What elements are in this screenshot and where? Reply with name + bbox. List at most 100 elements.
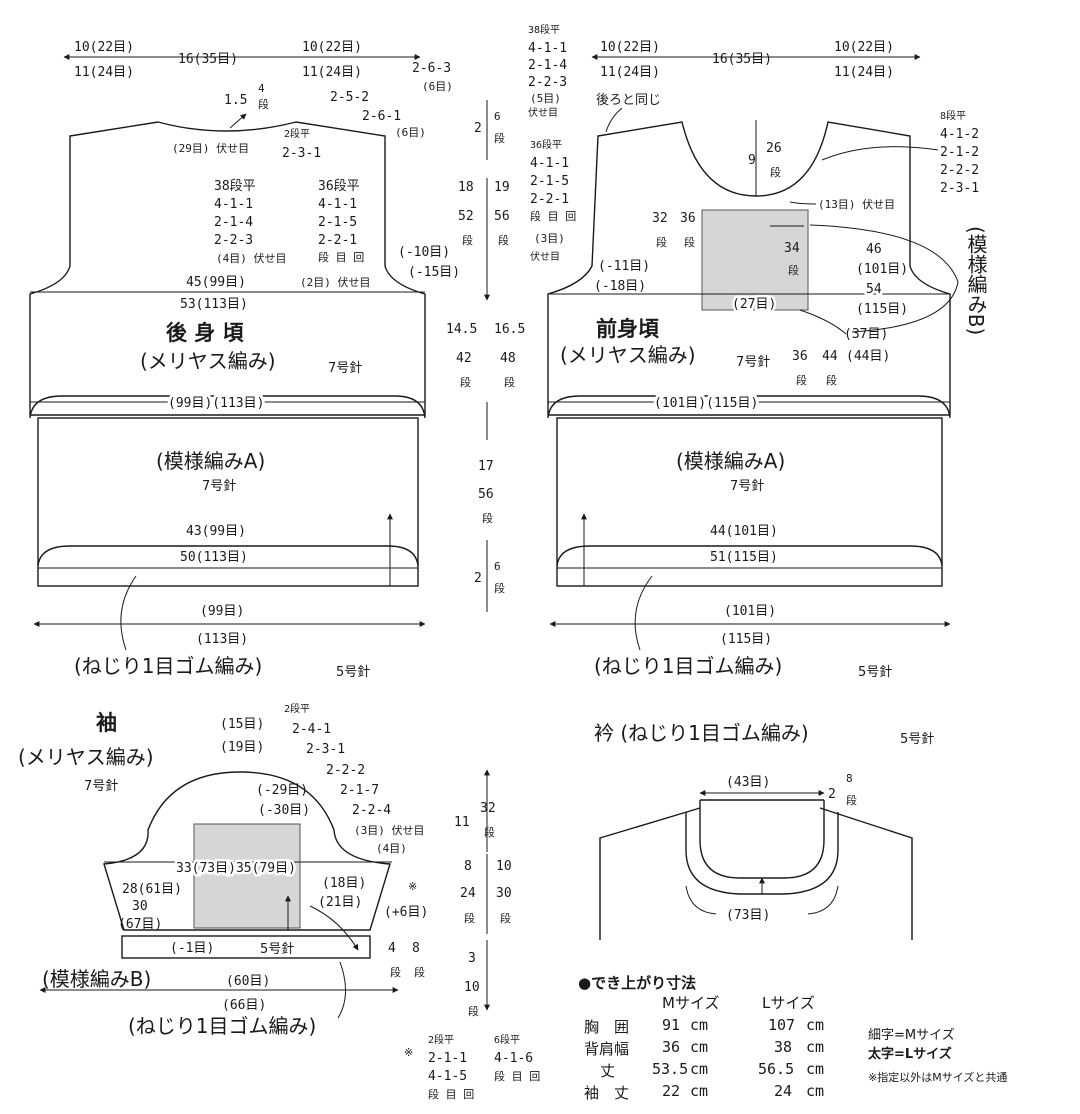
back-needle: 7号針 — [328, 361, 362, 376]
sleeve-width: 33(73目)35(79目) — [176, 861, 296, 876]
collar-rows: 8 — [846, 772, 853, 785]
sleeve-mid-l: 10 — [496, 859, 512, 874]
back-pattern-needle: 7号針 — [202, 479, 236, 494]
finish-row-m-unit: cm — [690, 1060, 709, 1078]
front-title: 前身頃 — [596, 317, 660, 341]
v3-lr: 48 — [500, 351, 516, 366]
v1-a: 2 — [474, 121, 482, 136]
front-top-right-m: 10(22目) — [834, 40, 894, 55]
front-patch-w: (27目) — [732, 297, 776, 312]
v4-m: 17 — [478, 459, 494, 474]
sleeve-note-l-3: 段 目 回 — [494, 1069, 540, 1083]
sleeve-cuff-rows-l: 8 — [412, 941, 420, 956]
sleeve-cuff-dec: (-1目) — [170, 941, 214, 956]
sleeve-cap-l: (19目) — [220, 740, 264, 755]
sleeve-cuff-w-l2: (67目) — [118, 917, 162, 932]
finish-row-l-unit: cm — [806, 1060, 825, 1078]
v4-u: 段 — [482, 511, 493, 525]
finish-row-m: 91 — [662, 1016, 681, 1034]
back-width-l: 53(113目) — [180, 297, 248, 312]
back-arm-m-4: 2-2-3 — [214, 233, 253, 248]
finish-row-label: 背肩幅 — [584, 1040, 630, 1058]
v2-lr: 56 — [494, 209, 510, 224]
sleeve-cap-u: 段 — [484, 825, 495, 839]
front-hem-l: 51(115目) — [710, 550, 778, 565]
back-shoulder-c2: (6目) — [395, 126, 426, 139]
finish-row-l: 56.5 — [758, 1060, 795, 1078]
legend-thin: 細字=Mサイズ — [868, 1028, 955, 1043]
front-dec-l: (-18目) — [594, 279, 646, 294]
sleeve-note-mark: ※ — [404, 1046, 413, 1059]
front-neck-rows-unit: 段 — [770, 165, 781, 179]
back-title: 後 身 頃 — [166, 321, 245, 345]
back-arm-l-4: 2-2-1 — [318, 233, 357, 248]
front-patch-u2: 段 — [684, 235, 695, 249]
v3-u1: 段 — [460, 375, 471, 389]
sleeve-cuff-w-m: 28(61目) — [122, 882, 182, 897]
finish-row-m: 36 — [662, 1038, 681, 1056]
v5-a: 2 — [474, 571, 482, 586]
front-arm-1: 36段平 — [530, 138, 562, 151]
front-right-3: 2-1-2 — [940, 145, 979, 160]
front-patch-h-sts: (44目) — [846, 349, 890, 364]
front-rib-l: (115目) — [720, 632, 772, 647]
front-neck-m-2: 4-1-1 — [528, 41, 567, 56]
front-pattern: (模様編みA) — [676, 449, 785, 473]
sleeve-note-l-1: 6段平 — [494, 1033, 520, 1046]
back-subtitle: (メリヤス編み) — [140, 349, 276, 373]
front-neck-m-1: 38段平 — [528, 23, 560, 36]
front-rib-needle: 5号針 — [858, 665, 892, 680]
front-pattern-b: (模様編みB) — [964, 226, 988, 335]
front-patch-l: 36 — [680, 211, 696, 226]
back-top-right-l: 11(24目) — [302, 65, 362, 80]
collar-title: 衿 (ねじり1目ゴム編み) — [594, 721, 809, 745]
v2-u1: 段 — [462, 233, 473, 247]
sleeve-mid-lr: 30 — [496, 886, 512, 901]
front-arm-3: 2-1-5 — [530, 174, 569, 189]
front-right-4: 2-2-2 — [940, 163, 979, 178]
v4-r: 56 — [478, 487, 494, 502]
front-subtitle: (メリヤス編み) — [560, 343, 696, 367]
sleeve-rule-8: (4目) — [376, 842, 407, 855]
back-width-m: 45(99目) — [186, 275, 246, 290]
v2-l: 19 — [494, 180, 510, 195]
front-neck-m-6: 伏せ目 — [528, 106, 558, 119]
front-neck-rows: 26 — [766, 141, 782, 156]
finish-row-m-unit: cm — [690, 1016, 709, 1034]
finish-row-m: 53.5 — [652, 1060, 689, 1078]
back-neck-rows-unit: 段 — [258, 97, 269, 111]
sleeve-note-m-2: 2-1-1 — [428, 1051, 467, 1066]
sleeve-cap-m: (15目) — [220, 717, 264, 732]
sleeve-subtitle: (メリヤス編み) — [18, 745, 154, 769]
front-arm-2: 4-1-1 — [530, 156, 569, 171]
vertical-dimensions: 2 6 段 18 19 52 56 段 段 14.5 16.5 42 48 段 … — [446, 100, 525, 612]
back-arm-m-1: 38段平 — [214, 179, 256, 194]
front-neck-depth: 9 — [748, 153, 756, 168]
front-patch-w2: (37目) — [844, 327, 888, 342]
front-top-left-l: 11(24目) — [600, 65, 660, 80]
front-width-m-2: (101目) — [856, 262, 908, 277]
sleeve-cuff-needle: 5号針 — [260, 942, 294, 957]
front-top-left-m: 10(22目) — [600, 40, 660, 55]
sleeve-needle: 7号針 — [84, 779, 118, 794]
sleeve-rule-5: 2-1-7 — [340, 783, 379, 798]
back-shoulder-c: 2-6-1 — [362, 109, 401, 124]
back-body-sts: (99目)(113目) — [168, 396, 264, 411]
back-rib-needle: 5号針 — [336, 665, 370, 680]
finish-row-m-unit: cm — [690, 1082, 709, 1100]
back-dec-l: (-15目) — [408, 265, 460, 280]
finish-row-l: 38 — [774, 1038, 793, 1056]
back-top-left-m: 10(22目) — [74, 40, 134, 55]
back-arm-l-3: 2-1-5 — [318, 215, 357, 230]
front-top-center: 16(35目) — [712, 52, 772, 67]
sleeve-note-l-2: 4-1-6 — [494, 1051, 533, 1066]
v3-mr: 42 — [456, 351, 472, 366]
back-neck-rule-1: 2段平 — [284, 127, 310, 140]
back-rib-m: (99目) — [200, 604, 244, 619]
back-shoulder-a: 2-6-3 — [412, 61, 451, 76]
sleeve-cap-rows: 32 — [480, 801, 496, 816]
back-pattern: (模様編みA) — [156, 449, 265, 473]
sleeve-title: 袖 — [96, 711, 117, 735]
legend-note: ※指定以外はMサイズと共通 — [868, 1071, 1008, 1084]
sleeve-pattern-b: (模様編みB) — [42, 967, 151, 991]
